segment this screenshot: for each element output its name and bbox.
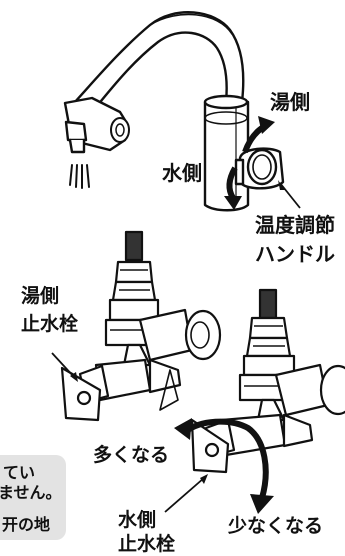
temp-handle-label-line1: 温度調節 [255, 213, 335, 237]
more-arrow-head [174, 418, 192, 440]
cold-valve-label-line1: 水側 [118, 509, 157, 531]
note-line-2: ません。 [0, 483, 62, 502]
more-label: 多くなる [93, 444, 170, 466]
hot-side-label: 湯側 [270, 90, 310, 114]
temp-handle-label-line2: ハンドル [255, 242, 335, 266]
hot-arrow-head [258, 116, 275, 134]
hot-valve-label-line1: 湯側 [21, 285, 60, 307]
faucet-illustration [63, 11, 285, 212]
hot-valve-label-line2: 止水栓 [21, 313, 79, 335]
spout-inner [90, 31, 228, 114]
cold-valve-label-line2: 止水栓 [118, 533, 176, 555]
flow-rotation-arrow [174, 418, 274, 514]
aerator [64, 120, 88, 142]
cold-arrow-head [224, 196, 242, 210]
note-line-3: 开の地 [2, 515, 51, 534]
handle-arrows [224, 116, 301, 210]
note-line-1: てい [3, 463, 36, 482]
hot-valve-illustration [60, 230, 222, 422]
note-box [0, 455, 66, 540]
spout [72, 11, 245, 105]
less-label: 少なくなる [228, 515, 324, 537]
water-stream [69, 164, 73, 186]
cold-side-label: 水側 [162, 161, 202, 185]
less-arrow-head [250, 494, 274, 514]
